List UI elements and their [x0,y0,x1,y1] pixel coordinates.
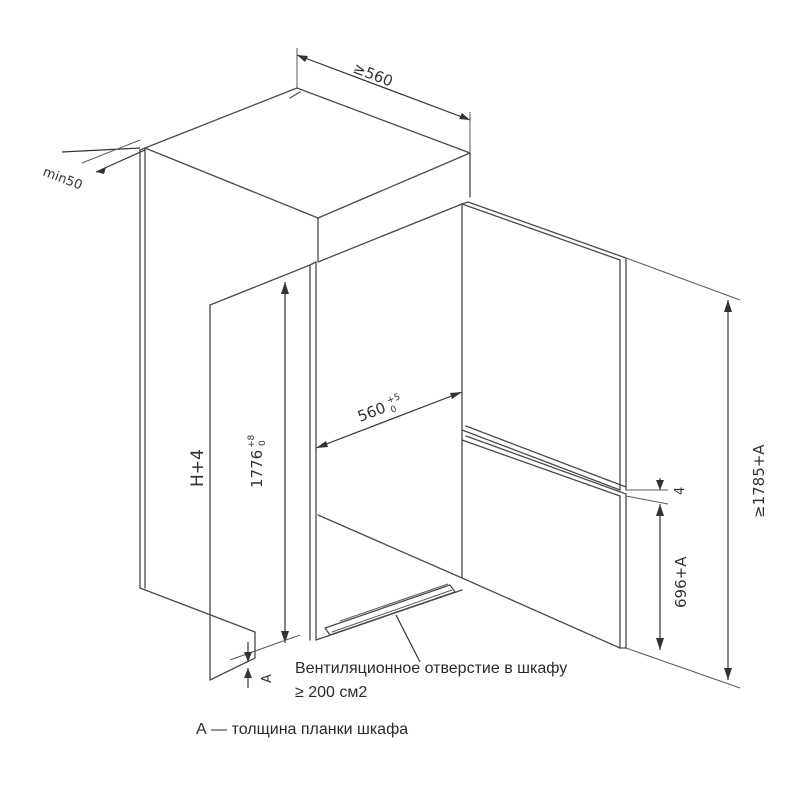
rear-gap-label: min50 [41,165,85,194]
dimension-lower-door-height: 696+A [656,504,690,650]
panel-a-label: A [260,674,275,683]
dimension-door-total-height: ≥1785+A [625,257,768,689]
door-total-height-label: ≥1785+A [750,444,768,518]
niche-width-tol-upper: +5 [386,392,402,406]
dimension-rear-gap: min50 [41,139,146,194]
depth-label: ≥560 [351,59,396,91]
ventilation-note-line1: Вентиляционное отверстие в шкафу [295,660,568,677]
ventilation-note-line2: ≥ 200 см2 [295,684,368,701]
ventilation-grille [324,583,456,636]
cabinet-left-side-panel [139,147,256,633]
cabinet-top-box [144,87,471,263]
dimension-appliance-height: H+4 [188,449,208,487]
lower-door-height-label: 696+A [672,556,690,608]
appliance-height-label: H+4 [188,449,208,487]
dimension-depth: ≥560 [296,48,471,153]
niche-width-tol-lower: 0 [389,404,398,415]
front-frame-panel [209,261,317,681]
lower-door [461,435,627,649]
niche-height-label: 1776 [248,450,266,488]
ventilation-leader [395,614,421,663]
dimension-niche-height: 1776 +8 0 [247,282,289,643]
door-gap-label: 4 [673,487,688,495]
dimension-door-gap: 4 [625,478,688,505]
legend-a-note: А — толщина планки шкафа [196,721,409,738]
dimension-panel-a: A [229,634,301,688]
dimension-niche-width: 560 +5 0 [315,391,463,449]
niche-height-tol-lower: 0 [258,440,268,446]
niche-height-tol-upper: +8 [247,434,257,448]
upper-door [461,201,627,491]
